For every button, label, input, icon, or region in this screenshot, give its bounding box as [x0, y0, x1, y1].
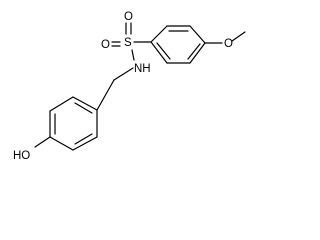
bond-nitrogen-to-chain	[113, 67, 134, 81]
bond	[49, 96, 74, 112]
nitrogen-label: NH	[134, 63, 151, 75]
chemical-structure-diagram: O S O O NH HO	[13, 11, 246, 162]
methoxyphenyl-ring	[150, 25, 206, 64]
hydroxyphenyl-ring	[49, 96, 98, 151]
bond	[150, 41, 168, 64]
double-bond-inner	[156, 42, 171, 60]
bond-chain	[96, 79, 115, 111]
bond	[189, 25, 206, 44]
bond-sulfur-nitrogen	[131, 49, 135, 61]
bond	[72, 96, 98, 111]
methoxy-oxygen-label: O	[224, 38, 233, 50]
bond	[150, 25, 168, 43]
bond	[189, 42, 206, 64]
oxygen-left-label: O	[101, 39, 110, 51]
bond-ring-to-hydroxyl	[34, 136, 51, 148]
double-bond-inner	[187, 43, 201, 60]
bond	[49, 136, 74, 151]
bond	[72, 136, 98, 151]
structure-canvas: O S O O NH HO	[13, 11, 246, 162]
double-bond-inner	[74, 133, 93, 145]
double-bond-inner	[74, 102, 93, 114]
oxygen-top-label: O	[124, 11, 133, 23]
hydroxyl-label: HO	[13, 150, 30, 162]
bond-oxygen-to-methyl	[231, 31, 246, 42]
sulfur-label: S	[124, 37, 132, 49]
